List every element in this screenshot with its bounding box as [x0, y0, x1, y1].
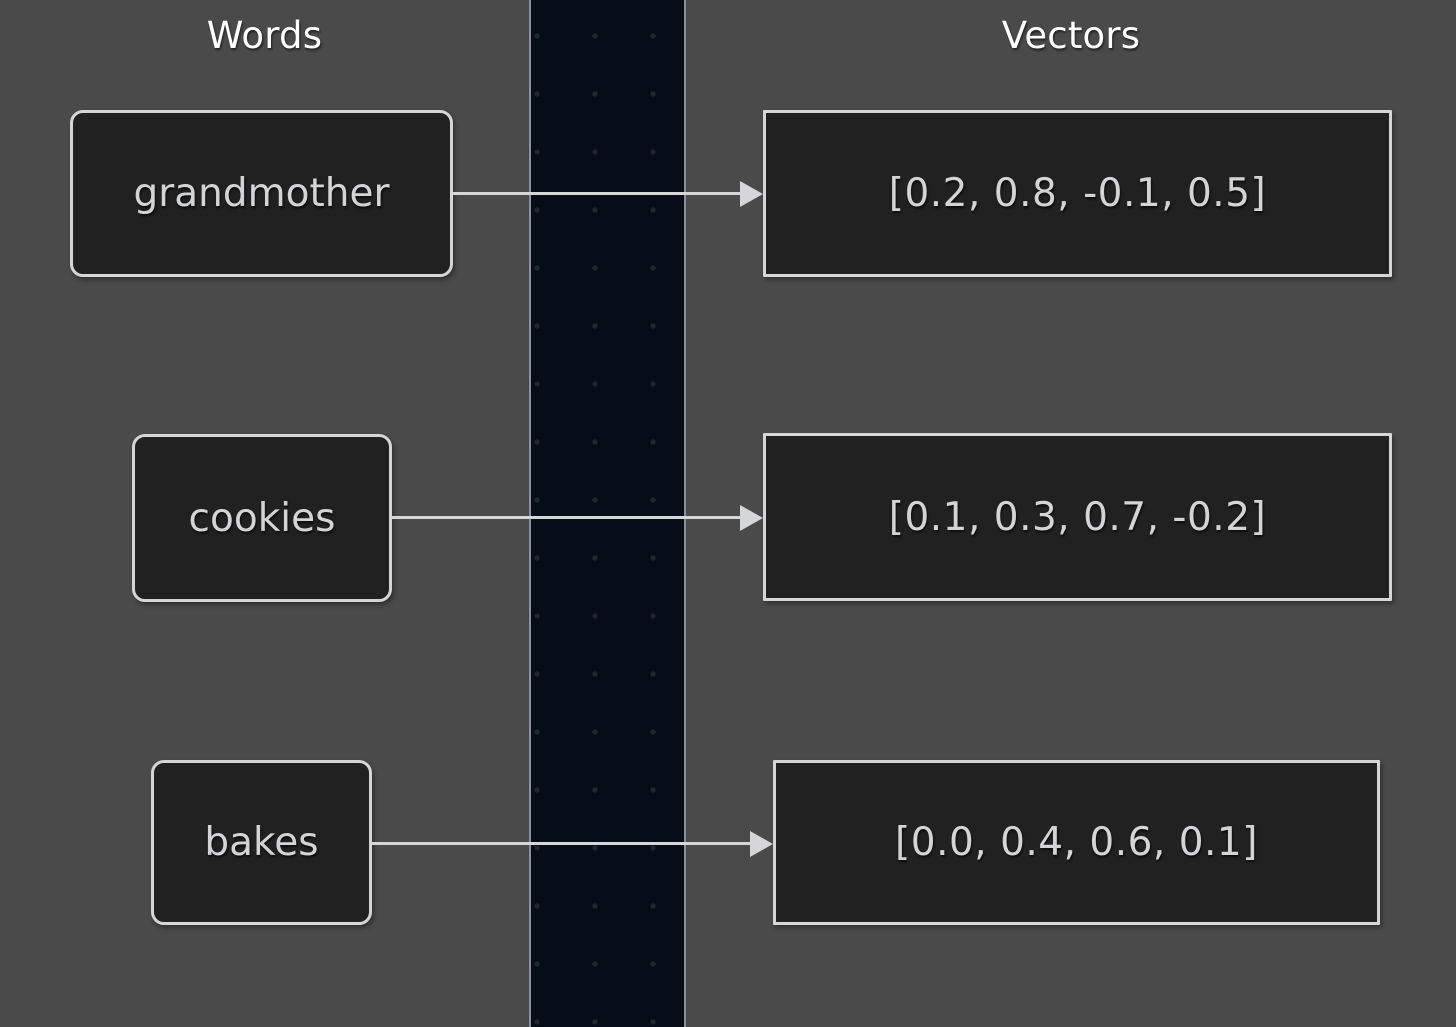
vector-label: [0.1, 0.3, 0.7, -0.2] — [888, 494, 1267, 540]
connector-arrowhead-grandmother — [740, 181, 763, 207]
words-column-title: Words — [206, 14, 323, 57]
connector-arrowhead-bakes — [750, 831, 773, 857]
word-box-grandmother[interactable]: grandmother — [70, 110, 453, 277]
word-box-bakes[interactable]: bakes — [151, 760, 372, 925]
word-box-cookies[interactable]: cookies — [132, 434, 392, 602]
vector-label: [0.0, 0.4, 0.6, 0.1] — [895, 820, 1258, 865]
vector-box-cookies[interactable]: [0.1, 0.3, 0.7, -0.2] — [763, 433, 1392, 601]
word-label: cookies — [188, 495, 336, 541]
connector-arrowhead-cookies — [740, 505, 763, 531]
connector-line-grandmother — [453, 192, 740, 195]
embedding-band — [529, 0, 686, 1027]
connector-line-cookies — [392, 516, 740, 519]
connector-line-bakes — [372, 842, 750, 845]
word-label: bakes — [204, 820, 319, 865]
vectors-column-title: Vectors — [1001, 14, 1141, 57]
word-label: grandmother — [133, 171, 390, 216]
vector-box-bakes[interactable]: [0.0, 0.4, 0.6, 0.1] — [773, 760, 1380, 925]
vector-box-grandmother[interactable]: [0.2, 0.8, -0.1, 0.5] — [763, 110, 1392, 277]
vector-label: [0.2, 0.8, -0.1, 0.5] — [888, 171, 1267, 216]
